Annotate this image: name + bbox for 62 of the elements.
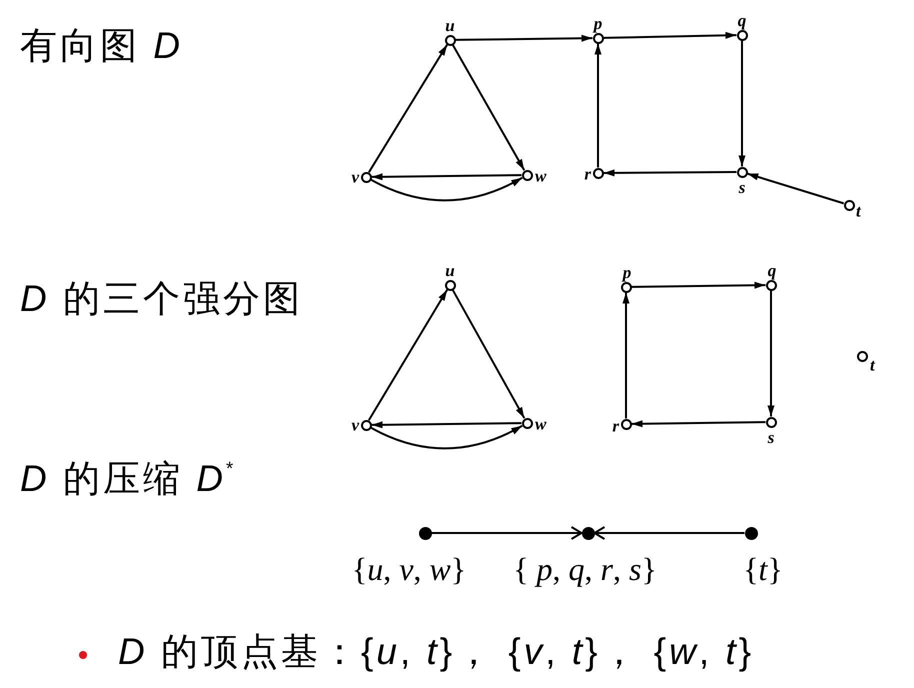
- arrow: [371, 173, 522, 180]
- arrow: [370, 424, 523, 450]
- vertex-label: v: [351, 168, 359, 186]
- vertex-circle: [444, 280, 456, 290]
- arrow: [594, 44, 602, 168]
- heading: D 的三个强分图: [20, 278, 304, 321]
- vertex-label: q: [768, 262, 776, 279]
- arrow: [370, 176, 523, 202]
- arrow: [594, 526, 744, 540]
- vertex-dot: [582, 526, 594, 540]
- vertex-circle: [856, 350, 868, 362]
- vertex-circle: [592, 32, 604, 44]
- vertex-label: u: [445, 17, 455, 34]
- arrow: [371, 421, 522, 428]
- vertex-label: p: [594, 15, 602, 32]
- vertex-circle: [620, 282, 632, 292]
- set-label: { p, q, r, s}: [513, 553, 657, 585]
- arrow: [604, 169, 736, 176]
- set-label: {u, v, w}: [352, 553, 466, 585]
- vertex-label: t: [856, 202, 861, 220]
- vertex-label: p: [622, 264, 632, 281]
- vertex-label: u: [445, 262, 455, 279]
- arrow: [452, 44, 526, 171]
- vertex-label: t: [870, 356, 875, 374]
- vertex-label: w: [535, 168, 546, 184]
- vertex-circle: [620, 418, 632, 430]
- vertex-circle: [360, 172, 372, 182]
- vertex-label: v: [351, 416, 359, 434]
- arrow: [455, 34, 593, 42]
- vertex-dot: [744, 526, 758, 540]
- arrow: [768, 290, 774, 416]
- arrow: [631, 282, 766, 289]
- vertex-dot: [418, 526, 432, 540]
- set-label: {t}: [743, 553, 783, 585]
- arrow: [622, 292, 630, 418]
- vertex-circle: [522, 170, 532, 180]
- vertex-label: s: [738, 179, 746, 196]
- vertex-circle: [736, 30, 748, 40]
- vertex-label: s: [768, 429, 774, 446]
- vertex-label: r: [584, 166, 591, 182]
- vertex-circle: [766, 416, 776, 428]
- vertex-label: q: [738, 12, 746, 29]
- arrow: [368, 289, 448, 421]
- arrow: [603, 32, 737, 39]
- vertex-circle: [592, 168, 604, 178]
- vertex-circle: [736, 166, 748, 178]
- vertex-label: w: [535, 416, 546, 432]
- arrow: [738, 40, 746, 166]
- vertex-circle: [360, 420, 372, 430]
- vertex-circle: [766, 280, 776, 290]
- arrow: [432, 526, 582, 540]
- heading: D 的压缩 D$^{*}$: [20, 458, 236, 501]
- vertex-circle: [522, 418, 532, 428]
- arrow: [452, 289, 526, 419]
- arrow: [746, 172, 844, 204]
- arrow: [368, 44, 448, 173]
- bullet-point-text: D 的顶点基：{u, t}， {v, t}， {w, t}: [118, 631, 754, 674]
- heading: 有向图 D: [20, 25, 184, 68]
- arrow: [631, 420, 766, 428]
- vertex-circle: [844, 200, 854, 210]
- vertex-label: r: [612, 418, 619, 434]
- vertex-circle: [444, 34, 456, 46]
